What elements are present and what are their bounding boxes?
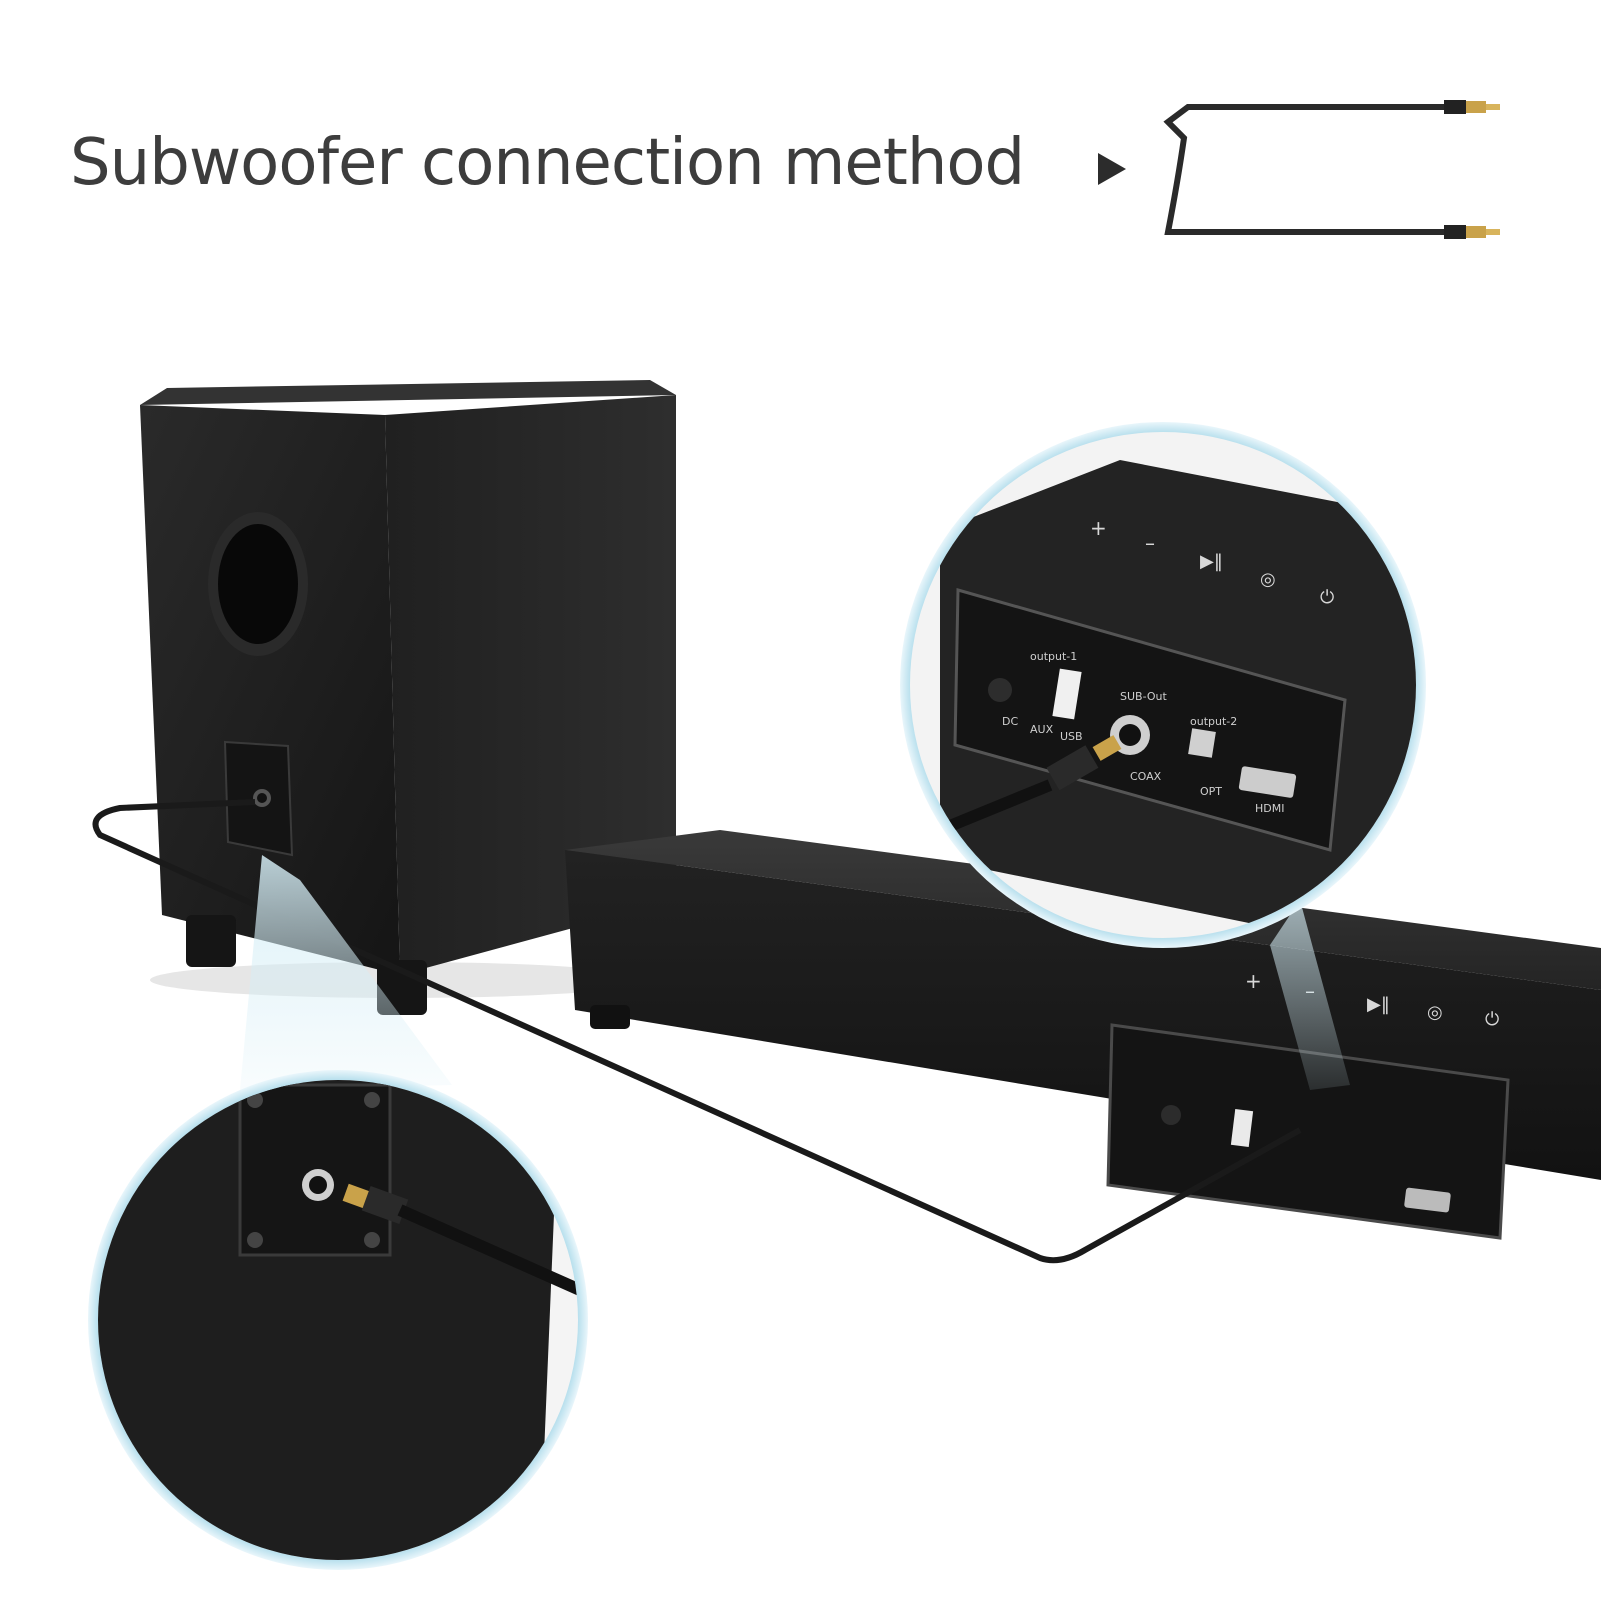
port-label-aux: AUX (1030, 723, 1054, 736)
port-label-output-1: output-1 (1030, 650, 1077, 663)
plus-icon: + (1245, 969, 1262, 993)
power-icon: ⏻ (1485, 1009, 1499, 1030)
rca-cable-diagram (1163, 100, 1500, 239)
bluetooth-icon: ◎ (1427, 1002, 1443, 1023)
rca-plug-icon (342, 1183, 578, 1296)
minus-icon: – (1145, 531, 1155, 555)
power-icon: ⏻ (1320, 587, 1334, 608)
subwoofer-input-plate (223, 740, 294, 857)
play-pause-icon: ▶‖ (1200, 551, 1223, 572)
port-label-sub-out: SUB-Out (1120, 690, 1167, 703)
subwoofer (140, 380, 676, 1015)
page-title: Subwoofer connection method (70, 126, 1025, 200)
port-label-opt: OPT (1200, 785, 1222, 798)
port-label-hdmi: HDMI (1255, 802, 1284, 815)
play-pause-icon: ▶‖ (1367, 994, 1390, 1015)
plus-icon: + (1090, 516, 1107, 540)
zoom-circle-soundbar: DC AUX USB output-1 SUB-Out COAX output-… (900, 422, 1426, 948)
bass-port-icon (208, 512, 308, 656)
rca-cable (92, 799, 1302, 1264)
port-label-output-2: output-2 (1190, 715, 1237, 728)
port-label-dc: DC (1002, 715, 1018, 728)
zoom-cone-left (240, 855, 452, 1090)
port-label-coax: COAX (1130, 770, 1162, 783)
rca-plug-icon (1444, 100, 1500, 114)
zoom-circle-subwoofer (88, 1070, 588, 1570)
right-triangle-icon (1098, 153, 1126, 185)
bluetooth-icon: ◎ (1260, 569, 1276, 590)
rca-plug-icon (1444, 225, 1500, 239)
rca-plug-icon (937, 735, 1122, 836)
port-label-usb: USB (1060, 730, 1083, 743)
zoom-cone-right (1270, 900, 1350, 1090)
